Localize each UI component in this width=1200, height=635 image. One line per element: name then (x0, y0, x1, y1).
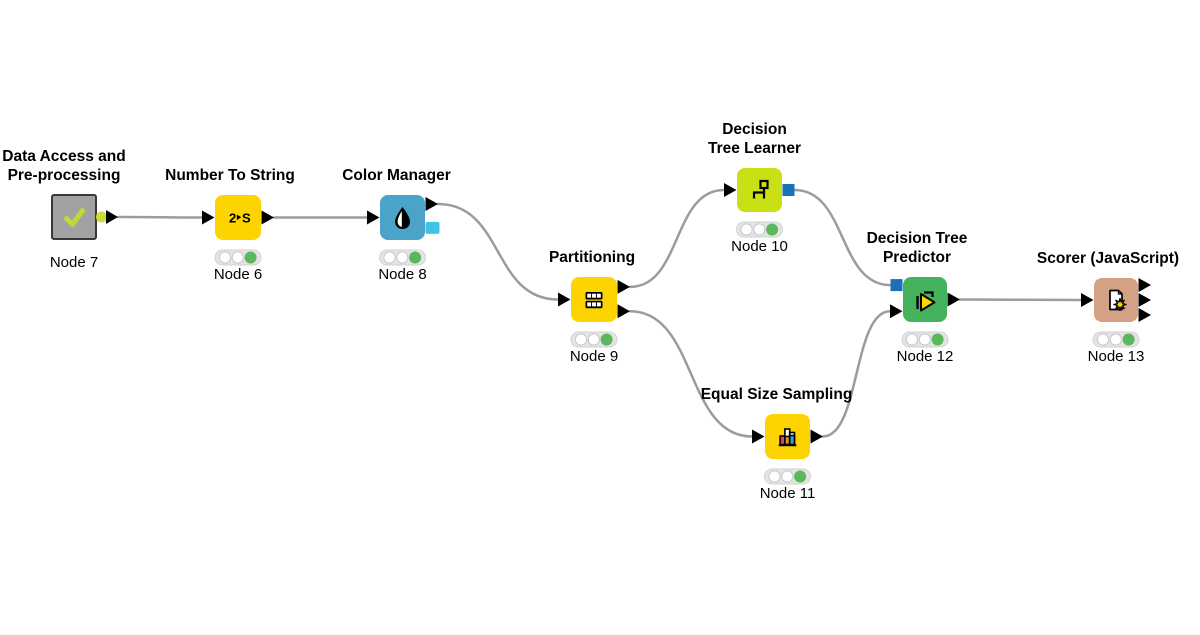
output-port-arrow[interactable] (106, 210, 118, 224)
input-port-arrow[interactable] (724, 183, 737, 197)
connection-node8-node9[interactable] (436, 202, 560, 301)
input-port-arrow[interactable] (1081, 293, 1094, 307)
output-port-color-square[interactable] (425, 221, 440, 234)
connection-node7-node6[interactable] (116, 215, 204, 219)
traffic-light-off (396, 251, 409, 264)
traffic-light-off (740, 223, 753, 236)
traffic-light-off (781, 470, 794, 483)
color-droplet-icon (395, 207, 410, 229)
partition-table-icon (585, 292, 603, 309)
node-body[interactable] (51, 194, 97, 240)
status-traffic-light (764, 468, 811, 485)
connection-node9-node11[interactable] (628, 309, 754, 438)
status-traffic-light (214, 249, 262, 266)
checkmark-icon (64, 208, 85, 227)
traffic-light-off (383, 251, 396, 264)
traffic-light-off (1096, 333, 1110, 346)
status-traffic-light (736, 221, 783, 238)
input-port-arrow[interactable] (558, 292, 571, 307)
node-number: Node 9 (570, 348, 618, 365)
output-port-arrow[interactable] (947, 292, 961, 307)
output-port-arrow[interactable] (1138, 278, 1152, 293)
traffic-light-off (918, 333, 931, 346)
input-port-arrow[interactable] (202, 210, 215, 225)
traffic-light-off (587, 333, 600, 346)
traffic-light-green (794, 470, 807, 483)
traffic-light-off (905, 333, 919, 346)
traffic-light-off (753, 223, 766, 236)
output-port-arrow[interactable] (617, 279, 631, 294)
status-traffic-light (1092, 331, 1140, 348)
node-number: Node 10 (731, 238, 788, 255)
decision-tree-icon (752, 179, 769, 199)
input-port-arrow[interactable] (890, 304, 903, 319)
output-port-arrow[interactable] (261, 210, 275, 225)
status-traffic-light (379, 249, 426, 266)
document-star-icon (1109, 289, 1127, 312)
connection-node9-node10[interactable] (628, 188, 726, 289)
node-label: Color Manager (342, 167, 451, 184)
traffic-light-green (244, 251, 257, 264)
connection-node11-node12[interactable] (821, 309, 892, 438)
output-port-model-square[interactable] (782, 184, 795, 196)
input-port-arrow[interactable] (367, 210, 380, 225)
traffic-light-off (574, 333, 588, 346)
connection-node12-node13[interactable] (958, 298, 1083, 302)
traffic-light-green (1122, 333, 1135, 346)
input-port-arrow[interactable] (752, 429, 765, 444)
output-port-arrow[interactable] (617, 304, 631, 319)
node-number: Node 8 (378, 266, 426, 283)
node-number: Node 7 (50, 254, 98, 271)
node-body[interactable] (737, 168, 782, 212)
traffic-light-green (766, 223, 779, 236)
output-port-circle[interactable] (96, 211, 107, 223)
traffic-light-green (600, 333, 613, 346)
output-port-arrow[interactable] (810, 429, 824, 444)
traffic-light-off (768, 470, 781, 483)
node-label: Partitioning (549, 249, 635, 266)
svg-text:2: 2 (229, 211, 236, 226)
node-label: Number To String (165, 167, 295, 184)
traffic-light-off (218, 251, 232, 264)
status-traffic-light (570, 331, 618, 348)
traffic-light-green (931, 333, 944, 346)
node-number: Node 12 (897, 348, 954, 365)
output-port-arrow[interactable] (1138, 293, 1152, 307)
node-number: Node 6 (214, 266, 262, 283)
traffic-light-green (409, 251, 422, 264)
status-traffic-light (901, 331, 949, 348)
node-label: Equal Size Sampling (701, 386, 853, 403)
svg-text:S: S (242, 211, 251, 226)
node-number: Node 13 (1088, 348, 1145, 365)
output-port-arrow[interactable] (425, 197, 439, 211)
node-scorer-javascript[interactable]: Scorer (JavaScript) Node 13 (1037, 250, 1179, 365)
node-label: Scorer (JavaScript) (1037, 250, 1179, 267)
connections (116, 188, 1083, 438)
traffic-light-off (231, 251, 244, 264)
traffic-light-off (1109, 333, 1122, 346)
node-number: Node 11 (760, 485, 816, 502)
predictor-triangle-icon (916, 291, 936, 312)
input-port-model-square[interactable] (890, 279, 903, 292)
bar-chart-icon (778, 428, 797, 447)
output-port-arrow[interactable] (1138, 307, 1152, 322)
connection-node10-node12[interactable] (793, 188, 892, 287)
